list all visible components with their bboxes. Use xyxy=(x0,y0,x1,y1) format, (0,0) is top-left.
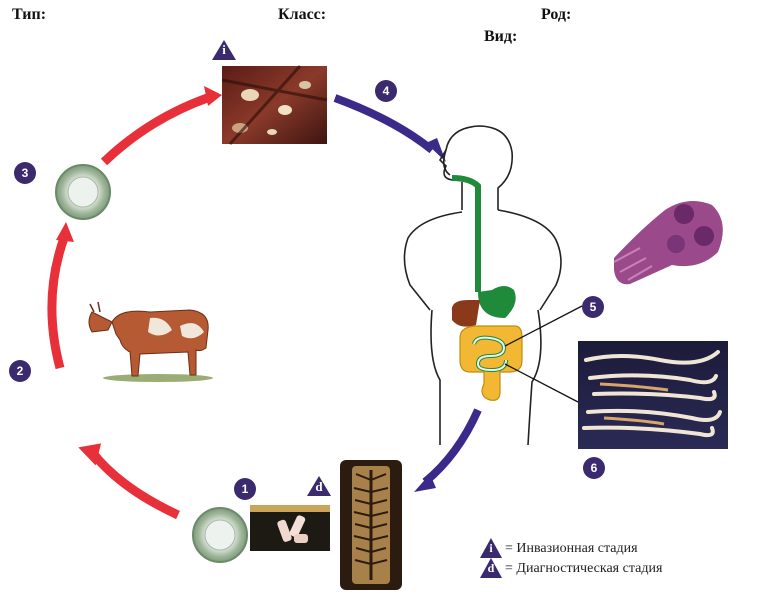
diagnostic-marker xyxy=(307,476,331,496)
infective-marker-top xyxy=(212,40,236,60)
arrow-egg-to-cyst xyxy=(100,86,222,166)
legend-diagnostic-triangle xyxy=(480,558,502,578)
adult-tapeworm-image xyxy=(578,341,728,449)
arrow-meat-to-human xyxy=(333,94,446,162)
legend-diagnostic-text: = Диагностическая стадия xyxy=(505,561,663,576)
stage-number-4: 4 xyxy=(375,80,397,102)
small-intestine-inner xyxy=(473,336,507,372)
genus-label: Род: xyxy=(541,6,572,23)
legend-infective-triangle xyxy=(480,538,502,558)
infected-meat-image xyxy=(221,64,328,146)
stage-number-1: 1 xyxy=(234,478,256,500)
class-label: Класс: xyxy=(278,6,327,23)
human-host-outline xyxy=(403,125,562,446)
stage-number-2: 2 xyxy=(9,360,31,382)
stage-number-5: 5 xyxy=(582,296,604,318)
scolex-image xyxy=(613,201,723,285)
callout-lines xyxy=(504,305,583,403)
legend-diagnostic: = Диагностическая стадия xyxy=(505,561,662,577)
diagnostic-marker-letter: d xyxy=(315,479,323,494)
cow-image xyxy=(88,301,213,382)
gravid-proglottid-image xyxy=(340,460,402,590)
egg-image-left xyxy=(55,164,111,220)
egg-image-bottom xyxy=(192,507,248,563)
proglottid-image xyxy=(250,505,330,551)
legend-infective: = Инвазионная стадия xyxy=(505,541,638,557)
arrow-egg-to-cow xyxy=(78,443,180,520)
species-label: Вид: xyxy=(484,28,518,45)
arrow-human-to-proglottid xyxy=(414,408,482,492)
digestive-tract xyxy=(451,175,516,327)
arrow-cow-to-egg xyxy=(47,222,74,370)
infective-marker-letter: i xyxy=(222,42,226,57)
stage-number-3: 3 xyxy=(14,162,36,184)
legend-infective-text: = Инвазионная стадия xyxy=(505,541,638,556)
type-label: Тип: xyxy=(12,6,47,23)
stage-number-6: 6 xyxy=(583,457,605,479)
legend-diagnostic-letter: d xyxy=(487,561,495,575)
legend-infective-letter: i xyxy=(489,541,493,555)
